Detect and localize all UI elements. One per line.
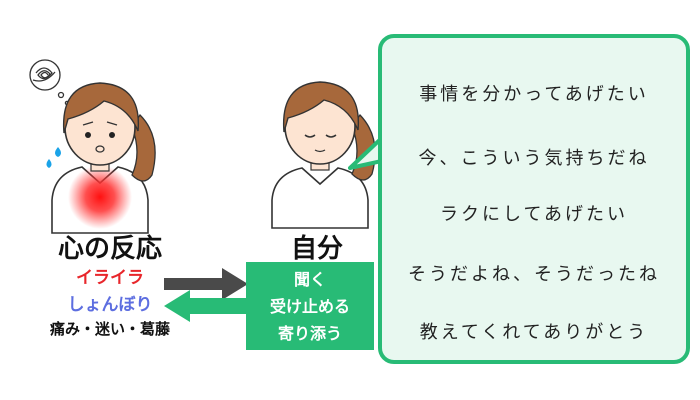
phrase-understand: 事情を分かってあげたい bbox=[419, 84, 649, 105]
phrase-ease: ラクにしてあげたい bbox=[440, 204, 628, 225]
phrase-agree: そうだよね、そうだったね bbox=[408, 264, 660, 285]
self-title: 自分 bbox=[290, 234, 343, 264]
calm-person-illustration bbox=[271, 81, 376, 229]
reaction-title: 心の反応 bbox=[57, 234, 162, 264]
action-empathize: 寄り添う bbox=[277, 323, 342, 343]
reaction-pain-conflict: 痛み・迷い・葛藤 bbox=[49, 320, 170, 338]
action-accept: 受け止める bbox=[269, 296, 350, 316]
left-arrow-icon bbox=[164, 290, 248, 322]
tangled-thought-icon bbox=[29, 59, 70, 106]
stressed-person-illustration bbox=[29, 59, 156, 234]
phrase-thanks: 教えてくれてありがとう bbox=[419, 322, 649, 343]
action-listen: 聞く bbox=[293, 269, 326, 289]
reaction-irritation: イライラ bbox=[76, 268, 144, 288]
speech-bubble: 事情を分かってあげたい 今、こういう気持ちだね ラクにしてあげたい そうだよね、… bbox=[378, 34, 690, 364]
sweat-drop-icon bbox=[55, 147, 61, 157]
listen-action-box: 聞く 受け止める 寄り添う bbox=[246, 262, 374, 350]
right-arrow-icon bbox=[164, 268, 248, 300]
reaction-sadness: しょんぼり bbox=[67, 295, 153, 315]
phrase-feeling: 今、こういう気持ちだね bbox=[418, 148, 650, 169]
speech-bubble-tail bbox=[348, 132, 388, 170]
arrows bbox=[164, 268, 248, 322]
